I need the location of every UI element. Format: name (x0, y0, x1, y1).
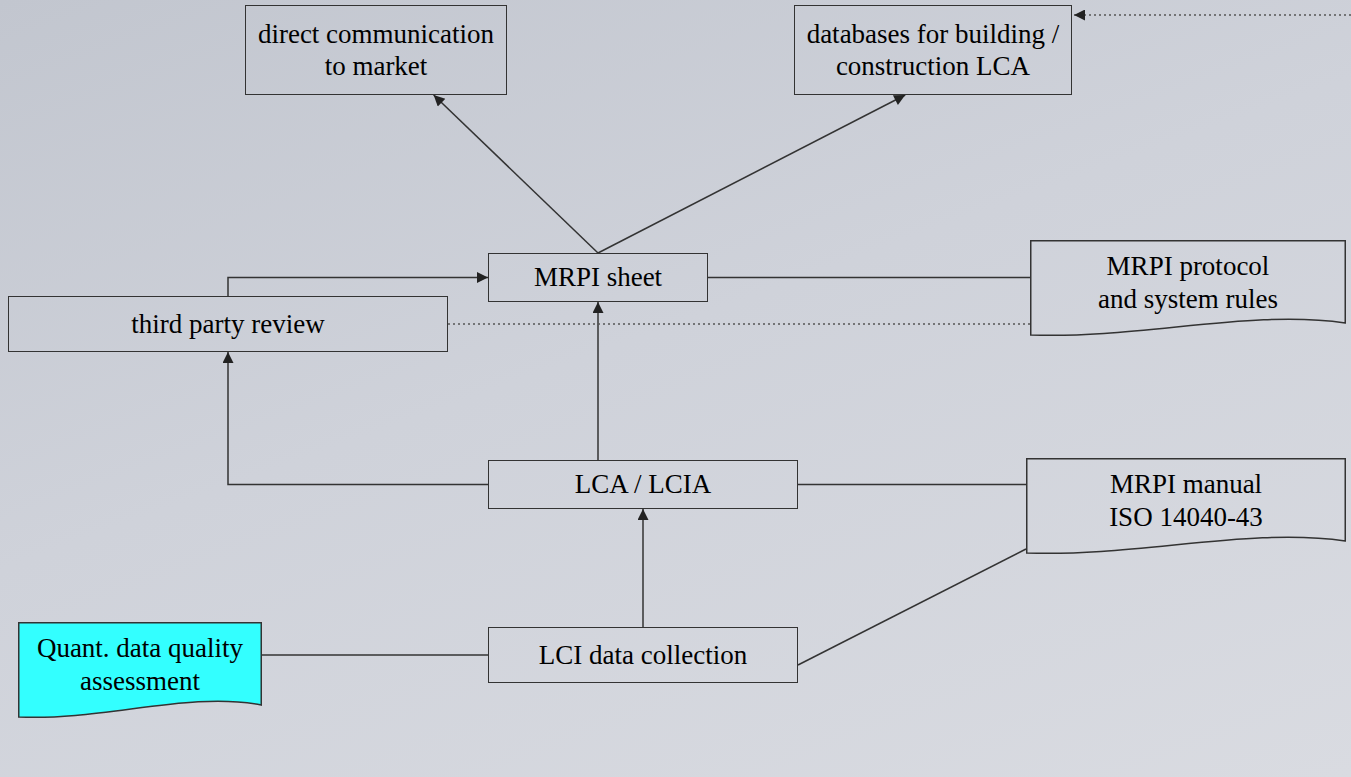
node-text: LCI data collection (539, 639, 747, 671)
connector (262, 654, 488, 656)
node-text: Quant. data quality assessment (29, 632, 251, 697)
node-text: direct communication to market (256, 18, 496, 83)
node-text: MRPI manual ISO 14040-43 (1094, 468, 1278, 533)
process-box: third party review (8, 296, 448, 352)
document-box: MRPI protocol and system rules (1030, 240, 1346, 339)
process-box: databases for building / construction LC… (794, 5, 1072, 95)
connector (434, 95, 598, 253)
process-box: MRPI sheet (488, 253, 708, 302)
connector (597, 302, 599, 460)
incoming-dotted-arrow (1074, 14, 1351, 15)
connector (448, 323, 1030, 325)
node-text: LCA / LCIA (575, 468, 712, 500)
connector (598, 95, 905, 253)
node-text: third party review (131, 308, 324, 340)
document-box: MRPI manual ISO 14040-43 (1026, 458, 1346, 557)
connector (228, 352, 488, 485)
document-shape (1031, 241, 1346, 336)
connector (798, 484, 1026, 486)
connector (798, 549, 1026, 665)
document-box: Quant. data quality assessment (18, 622, 262, 721)
node-text: MRPI protocol and system rules (1090, 250, 1286, 315)
connector (228, 278, 488, 297)
connector (642, 509, 644, 627)
process-box: direct communication to market (245, 5, 507, 95)
document-shape (19, 623, 262, 718)
connector (708, 277, 1030, 279)
node-text: MRPI sheet (534, 261, 662, 293)
document-shape (1027, 459, 1346, 554)
node-text: databases for building / construction LC… (805, 18, 1061, 83)
process-box: LCI data collection (488, 627, 798, 683)
process-box: LCA / LCIA (488, 460, 798, 509)
